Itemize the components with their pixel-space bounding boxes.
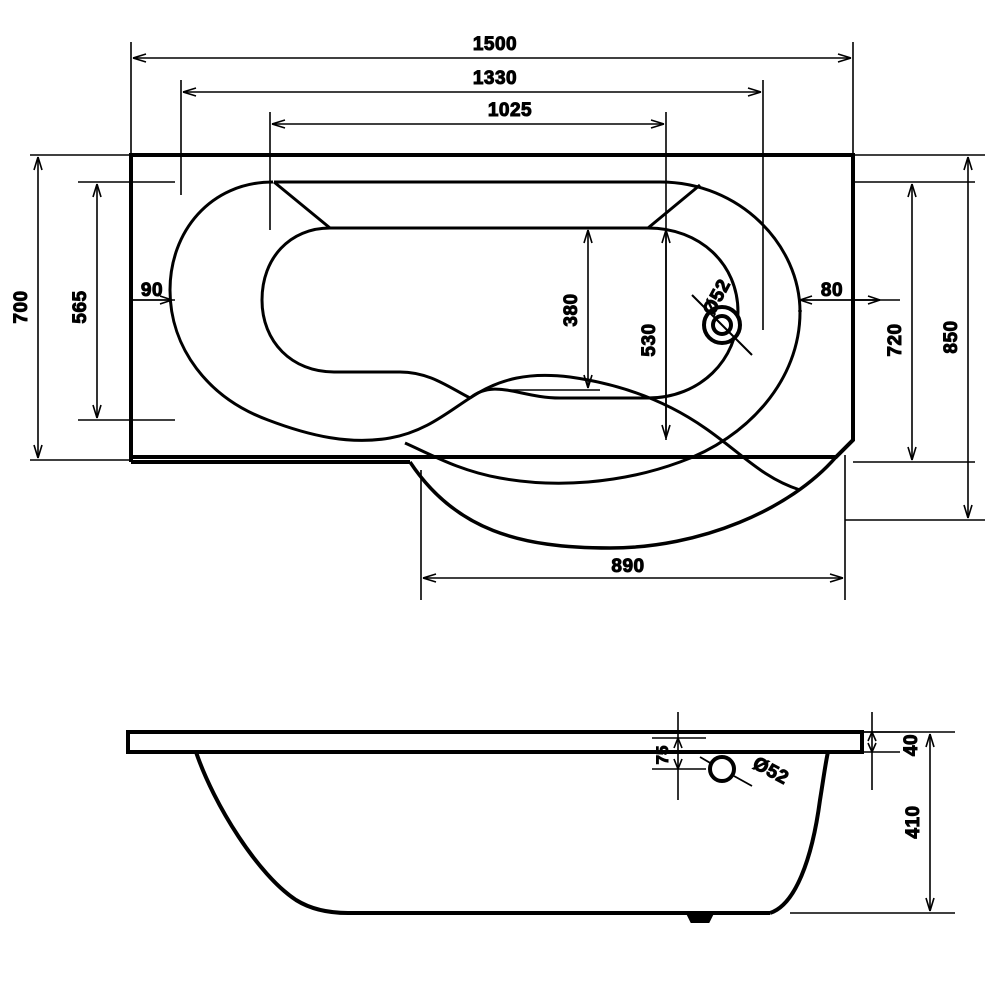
dim-shower-end-length-890: 890 (611, 556, 644, 577)
bath-waterline-outline (274, 180, 802, 485)
shower-end-outer-curve (408, 455, 838, 550)
bath-inner-tub-outline (168, 180, 801, 492)
dim-overall-width-700: 700 (11, 290, 32, 323)
dim-bath-depth-410: 410 (903, 805, 924, 838)
section-right-wall (769, 751, 830, 915)
bath-floor-outline (260, 226, 740, 400)
waste-drain-section (699, 755, 753, 787)
dim-waste-diameter-section: Ø52 (749, 753, 792, 789)
dim-inner-length-1330: 1330 (473, 68, 517, 89)
plan-view-group: 1500 1330 1025 700 565 90 380 530 80 720… (11, 34, 985, 600)
dim-inner-depth-380: 380 (561, 293, 582, 326)
dim-waste-offset-75: 75 (653, 746, 672, 765)
bath-outer-rim-outline (129, 153, 855, 459)
waste-drain-plan (691, 294, 753, 356)
dim-overall-length-1500: 1500 (473, 34, 517, 55)
bath-corner-chamfers (273, 180, 701, 230)
section-left-wall (194, 751, 349, 915)
dim-inner-width-565: 565 (70, 290, 91, 323)
bath-rim-left-edge (129, 155, 410, 464)
dim-rim-thickness-90: 90 (141, 280, 163, 301)
dim-rim-offset-80: 80 (821, 280, 843, 301)
dim-inner-depth-530: 530 (639, 323, 660, 356)
dim-shower-end-width-850: 850 (941, 320, 962, 353)
section-dimension-lines (652, 712, 955, 914)
plan-dimension-lines (33, 53, 973, 583)
dim-shower-end-width-720: 720 (885, 323, 906, 356)
section-drain-nub (684, 911, 716, 923)
section-rim-bar (126, 730, 864, 754)
dim-inner-length-1025: 1025 (488, 100, 532, 121)
dim-rim-thickness-40: 40 (901, 734, 922, 756)
section-view-group: 75 Ø52 40 410 (126, 712, 955, 923)
